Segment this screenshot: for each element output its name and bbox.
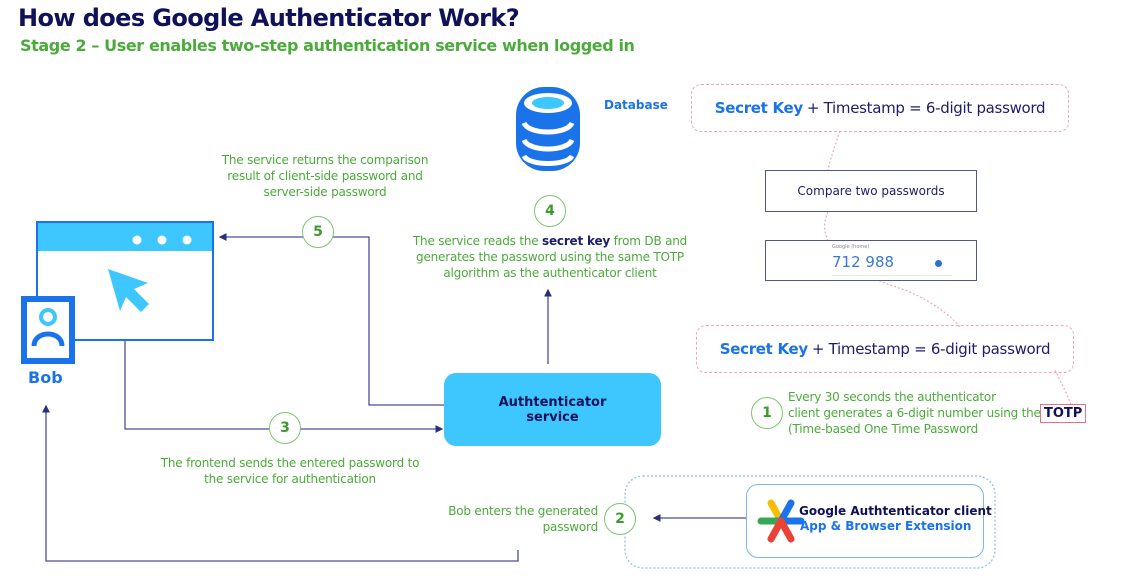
user-icon <box>21 296 75 364</box>
step2-line2: password <box>542 520 599 534</box>
formula-top: Secret Key + Timestamp = 6-digit passwor… <box>691 84 1069 132</box>
step1-line2-text: client generates a 6-digit number using … <box>788 406 1041 420</box>
step4-secret-key: secret key <box>542 234 611 248</box>
step5-description: The service returns the comparison resul… <box>190 152 460 200</box>
step4-description: The service reads the secret key from DB… <box>400 233 700 281</box>
service-line1: Authtenticator <box>498 394 607 410</box>
step4-line2: generates the password using the same TO… <box>416 250 684 264</box>
step3-badge: 3 <box>269 412 301 444</box>
arrow-step5 <box>218 233 444 406</box>
step5-line3: server-side password <box>263 185 387 199</box>
otp-account: Google (home) <box>832 244 870 250</box>
service-line2: service <box>526 409 579 425</box>
step1-line2: client generates a 6-digit number using … <box>788 405 1041 421</box>
google-authenticator-logo-icon <box>757 499 805 543</box>
arrow-step3 <box>124 340 444 433</box>
step3-line1: The frontend sends the entered password … <box>160 456 420 470</box>
secret-key-text: Secret Key <box>714 99 803 117</box>
page-title: How does Google Authenticator Work? <box>18 4 520 32</box>
step3-line2: the service for authentication <box>204 472 376 486</box>
step1-line3: (Time-based One Time Password <box>788 422 979 436</box>
compare-box: Compare two passwords <box>765 170 977 212</box>
client-title: Google Authtenticator client <box>799 504 992 518</box>
formula-rest: + Timestamp = 6-digit password <box>806 99 1046 117</box>
step4-line3: algorithm as the authenticator client <box>443 266 657 280</box>
page-subtitle: Stage 2 – User enables two-step authenti… <box>20 36 635 55</box>
step4-badge: 4 <box>534 195 566 227</box>
step5-badge: 5 <box>302 216 334 248</box>
otp-code: 712 988 <box>832 253 895 271</box>
client-subtitle: App & Browser Extension <box>800 519 972 533</box>
step4-line1: The service reads the secret key from DB… <box>400 233 700 249</box>
arrow-to-bob <box>42 404 519 562</box>
step3-description: The frontend sends the entered password … <box>140 455 440 487</box>
user-name: Bob <box>28 368 63 387</box>
authenticator-client-card: Google Authtenticator client App & Brows… <box>746 484 992 558</box>
dashed-link-totp <box>1054 369 1073 409</box>
formula-rest: + Timestamp = 6-digit password <box>811 340 1051 358</box>
step2-badge: 2 <box>604 503 636 535</box>
step1-description: Every 30 seconds the authenticator clien… <box>788 389 1041 437</box>
browser-window-icon <box>36 221 214 341</box>
step1-line1: Every 30 seconds the authenticator <box>788 390 996 404</box>
step4-post: from DB and <box>610 234 688 248</box>
step5-line2: result of client-side password and <box>227 169 423 183</box>
totp-highlight: TOTP <box>1040 404 1087 423</box>
otp-card: Google (home) 712 988 <box>765 240 977 281</box>
otp-divider <box>832 275 952 276</box>
database-label: Database <box>604 98 668 112</box>
authenticator-service: Authtenticator service <box>444 373 661 446</box>
step2-line1: Bob enters the generated <box>448 504 598 518</box>
step5-line1: The service returns the comparison <box>221 153 429 167</box>
timer-icon <box>935 260 942 267</box>
step4-pre: The service reads the <box>412 234 543 248</box>
step2-description: Bob enters the generated password <box>420 503 598 535</box>
secret-key-text: Secret Key <box>719 340 808 358</box>
step1-badge: 1 <box>751 397 783 429</box>
database-icon <box>516 87 580 171</box>
formula-bottom: Secret Key + Timestamp = 6-digit passwor… <box>696 325 1074 373</box>
